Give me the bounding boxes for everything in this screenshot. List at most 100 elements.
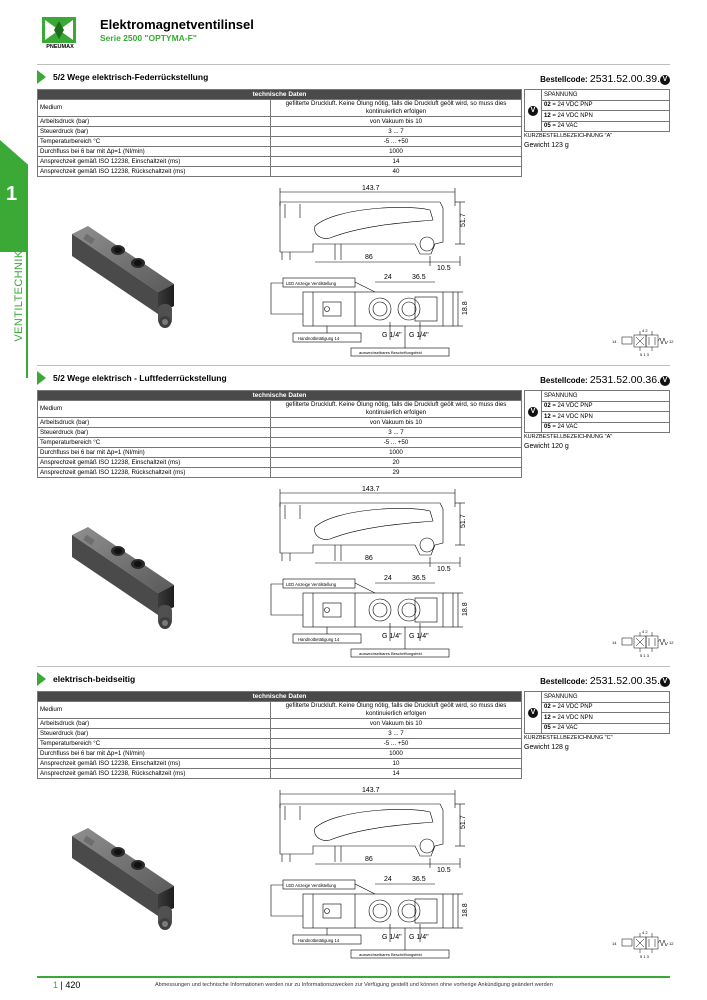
symbol-12: 12 — [669, 640, 674, 645]
spec-value: -5 ... +50 — [270, 136, 522, 147]
label-field-text: auswechselbares Beschriftungsfeld — [359, 952, 422, 957]
section-rule — [37, 64, 670, 65]
symbol-14: 14 — [612, 941, 617, 946]
dim-length: 143.7 — [362, 185, 380, 192]
dim-86: 86 — [365, 856, 373, 863]
voltage-row: 02 = 24 VDC PNP — [525, 99, 670, 111]
voltage-heading: SPANNUNG — [541, 390, 670, 402]
spec-value: 10 — [270, 758, 522, 769]
port-g2: G 1/4" — [409, 332, 429, 339]
order-label: Bestellcode: — [540, 376, 588, 385]
voltage-option: 05 = 24 VAC — [541, 722, 670, 734]
voltage-row: 05 = 24 VAC — [525, 722, 670, 734]
spec-row: Arbeitsdruck (bar)von Vakuum bis 10 — [37, 116, 522, 127]
spec-value: gefilterte Druckluft. Keine Ölung nötig,… — [270, 99, 522, 117]
voltage-row: 12 = 24 VDC NPN — [525, 110, 670, 122]
spec-header-row: technische Daten — [37, 89, 522, 100]
spec-value: von Vakuum bis 10 — [270, 718, 522, 729]
spec-header-row: technische Daten — [37, 691, 522, 702]
voltage-badge-cell: V — [524, 691, 542, 734]
spec-value: 1000 — [270, 447, 522, 458]
order-code: Bestellcode: 2531.52.00.39.V — [540, 73, 670, 85]
voltage-option: 12 = 24 VDC NPN — [541, 110, 670, 122]
weight: Gewicht 123 g — [524, 142, 569, 149]
voltage-badge-cell: V — [524, 89, 542, 132]
dim-18-8: 18.8 — [462, 301, 469, 315]
voltage-text: = 24 VDC PNP — [550, 704, 593, 711]
product-photo — [66, 218, 186, 343]
spec-value: von Vakuum bis 10 — [270, 116, 522, 127]
dim-height: 51.7 — [460, 213, 467, 227]
port-g1: G 1/4" — [382, 633, 402, 640]
voltage-v-icon: V — [660, 677, 670, 687]
section-rule — [37, 666, 670, 667]
voltage-row: 12 = 24 VDC NPN — [525, 712, 670, 724]
drawing-svg: 143.7 51.7 86 10.5 24 36.5 18.8 G 1/4" G… — [270, 787, 469, 959]
voltage-code: 02 — [544, 704, 551, 711]
pneumatic-symbol: 14 12 4 2 5 1 3 — [606, 328, 676, 363]
spec-value: von Vakuum bis 10 — [270, 417, 522, 428]
voltage-code: 12 — [544, 112, 551, 119]
spec-label: Arbeitsdruck (bar) — [37, 417, 271, 428]
order-code-value: 2531.52.00.39. — [589, 73, 660, 85]
dim-18-8: 18.8 — [462, 602, 469, 616]
dim-18-8: 18.8 — [462, 903, 469, 917]
valve-symbol-icon: 14 12 4 2 5 1 3 — [612, 629, 674, 658]
symbol-42: 4 2 — [642, 328, 648, 333]
voltage-badge-icon: V — [528, 105, 538, 116]
voltage-v-icon: V — [660, 376, 670, 386]
voltage-badge-icon: V — [528, 406, 538, 417]
spec-value: 29 — [270, 467, 522, 478]
symbol-513: 5 1 3 — [640, 352, 650, 357]
spec-row: Arbeitsdruck (bar)von Vakuum bis 10 — [37, 417, 522, 428]
spec-label: Arbeitsdruck (bar) — [37, 116, 271, 127]
spec-value: 3 ... 7 — [270, 427, 522, 438]
voltage-text: = 24 VDC PNP — [550, 403, 593, 410]
dim-length: 143.7 — [362, 486, 380, 493]
order-code-value: 2531.52.00.36. — [589, 374, 660, 386]
dim-10-5: 10.5 — [437, 867, 451, 874]
spec-row: Durchfluss bei 6 bar mit Δp=1 (Nl/min)10… — [37, 146, 522, 157]
spec-header-row: technische Daten — [37, 390, 522, 401]
voltage-text: = 24 VAC — [550, 424, 578, 431]
dim-height: 51.7 — [460, 514, 467, 528]
spec-label: Medium — [37, 701, 271, 719]
logo-mark-icon — [42, 17, 76, 43]
voltage-row: 12 = 24 VDC NPN — [525, 411, 670, 423]
order-label: Bestellcode: — [540, 75, 588, 84]
port-g1: G 1/4" — [382, 332, 402, 339]
section-arrow-icon — [37, 672, 46, 686]
valve-photo-icon — [72, 226, 174, 328]
spec-row: Durchfluss bei 6 bar mit Δp=1 (Nl/min)10… — [37, 748, 522, 759]
symbol-513: 5 1 3 — [640, 653, 650, 658]
symbol-513: 5 1 3 — [640, 954, 650, 959]
spec-header: technische Daten — [37, 691, 522, 702]
spec-row: Ansprechzeit gemäß ISO 12238, Einschaltz… — [37, 156, 522, 167]
spec-label: Medium — [37, 99, 271, 117]
dim-86: 86 — [365, 254, 373, 261]
spec-row: Temperaturbereich °C-5 ... +50 — [37, 136, 522, 147]
short-order-label: KURZBESTELLBEZEICHNUNG "A" — [524, 133, 613, 139]
voltage-code: 05 — [544, 424, 551, 431]
voltage-code: 12 — [544, 714, 551, 721]
spec-label: Medium — [37, 400, 271, 418]
page-chapter: 1 — [53, 980, 59, 990]
short-order-label: KURZBESTELLBEZEICHNUNG "A" — [524, 434, 613, 440]
weight-label: Gewicht — [524, 744, 550, 751]
spec-value: gefilterte Druckluft. Keine Ölung nötig,… — [270, 701, 522, 719]
voltage-row: 05 = 24 VAC — [525, 421, 670, 433]
voltage-row: 05 = 24 VAC — [525, 120, 670, 132]
section-rule — [37, 365, 670, 366]
voltage-heading: SPANNUNG — [541, 89, 670, 101]
voltage-option: 02 = 24 VDC PNP — [541, 701, 670, 713]
